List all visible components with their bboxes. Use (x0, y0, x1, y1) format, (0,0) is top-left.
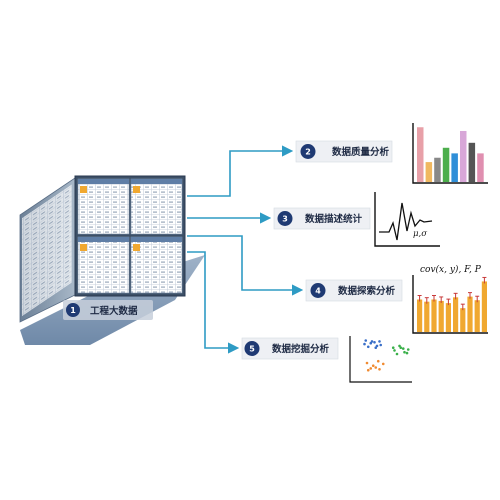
signal-waveform (379, 202, 433, 241)
explore-bar (460, 308, 466, 332)
scatter-point (366, 345, 370, 349)
spreadsheet-window (77, 178, 130, 235)
scatter-point (405, 351, 409, 355)
explore-bar (417, 299, 423, 332)
spreadsheet-window (130, 178, 183, 235)
source-node[interactable]: 1 工程大数据 (63, 300, 153, 320)
scatter-point (365, 361, 369, 365)
step-number: 2 (305, 148, 311, 157)
scatter-point (369, 341, 373, 345)
step-node-4[interactable]: 4 数据探索分析 (305, 279, 403, 302)
source-label: 工程大数据 (90, 305, 138, 317)
scatter-point (393, 349, 396, 352)
step-label-box (305, 279, 403, 302)
arrow-to-step-4 (187, 235, 304, 296)
source-number: 1 (70, 306, 76, 315)
spreadsheet-window (130, 236, 183, 294)
scatter-point (363, 342, 366, 346)
scatter-point (364, 339, 368, 342)
explore-bar (424, 301, 430, 332)
side-panel-sheet (22, 184, 72, 317)
step-number: 5 (249, 345, 255, 354)
explore-bar (474, 300, 480, 332)
explore-bar (467, 296, 473, 332)
quality-bar (417, 127, 424, 182)
step-node-3[interactable]: 3 数据描述统计 (273, 207, 371, 230)
explore-bar (445, 303, 451, 332)
big-data-block: 1 工程大数据 (19, 175, 205, 345)
scatter-point (366, 368, 370, 372)
scatter-point (406, 348, 410, 351)
arrow-to-step-5 (187, 251, 240, 354)
step-number-badge (310, 283, 326, 298)
step-label-box (295, 140, 393, 163)
step-number-badge (277, 211, 293, 226)
step-number-badge (244, 341, 260, 356)
explore-bar (438, 300, 444, 332)
explore-bar (453, 297, 459, 332)
scatter-point (395, 352, 399, 356)
source-number-badge (66, 303, 80, 317)
signal-params-label: μ,σ (413, 229, 427, 239)
connectors (187, 145, 304, 354)
step-node-2[interactable]: 2 数据质量分析 (295, 140, 393, 163)
scatter-chart-axes (349, 336, 412, 383)
step-label: 数据探索分析 (337, 285, 396, 297)
quality-bar (434, 157, 441, 182)
quality-bar (442, 147, 450, 182)
step-number: 3 (282, 215, 288, 224)
step-node-5[interactable]: 5 数据挖掘分析 (241, 337, 339, 360)
arrow-to-step-2 (187, 145, 294, 197)
step-label-box (273, 207, 371, 230)
scatter-point (403, 350, 406, 354)
quality-bar (468, 142, 476, 182)
step-label: 数据质量分析 (331, 146, 390, 158)
quality-bar (477, 153, 484, 182)
quality-bar (425, 162, 433, 182)
scatter-point (398, 344, 401, 348)
scatter-point (378, 368, 381, 371)
spreadsheet-window (77, 236, 130, 294)
scatter-point (391, 346, 395, 350)
explore-bar (431, 299, 437, 332)
quality-bar (451, 153, 458, 182)
scatter-point (373, 341, 376, 344)
scatter-point (378, 340, 381, 343)
cluster-scatter-chart (349, 336, 412, 383)
step-number-badge (300, 144, 316, 159)
scatter-point (381, 362, 385, 366)
scatter-point (371, 364, 375, 368)
explore-bar-chart: cov(x, y), F, P (412, 264, 488, 334)
explore-formula-label: cov(x, y), F, P (420, 264, 482, 275)
scatter-point (379, 343, 383, 347)
source-label-box (63, 300, 153, 320)
scatter-point (369, 367, 373, 370)
scatter-point (376, 359, 380, 363)
step-label: 数据描述统计 (304, 213, 363, 225)
scatter-point (374, 346, 378, 350)
signal-chart: μ,σ (374, 192, 440, 247)
explore-bar (481, 281, 487, 332)
scatter-point (401, 347, 405, 350)
signal-chart-axes (374, 192, 440, 247)
step-number: 4 (315, 287, 321, 296)
scatter-point (374, 366, 378, 369)
quality-chart-axes (412, 123, 488, 184)
quality-bar-chart (412, 123, 488, 184)
step-label: 数据挖掘分析 (271, 343, 330, 355)
quality-bar (460, 130, 467, 182)
explore-chart-axes (412, 275, 488, 334)
step-label-box (241, 337, 339, 360)
